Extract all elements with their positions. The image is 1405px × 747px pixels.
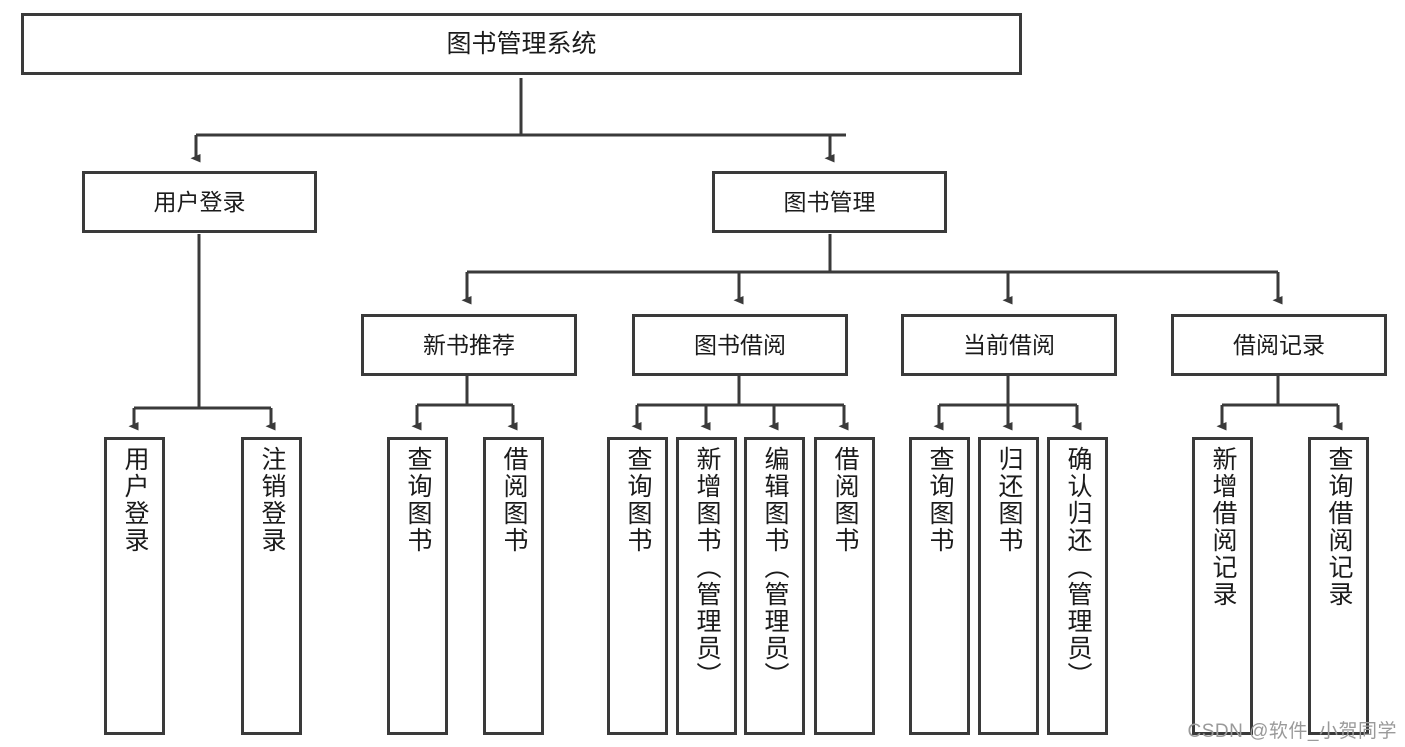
- watermark-text: CSDN @软件_小贺同学: [1187, 721, 1397, 742]
- node-book-borrow[interactable]: 图书借阅: [632, 314, 848, 376]
- node-book-manage-label: 图书管理: [783, 188, 876, 215]
- node-leaf-return-book-label: 归还图书: [995, 446, 1023, 554]
- node-leaf-query-book-2-label: 查询图书: [624, 446, 652, 554]
- node-current-borrow[interactable]: 当前借阅: [901, 314, 1117, 376]
- node-user-login[interactable]: 用户登录: [82, 171, 317, 233]
- node-leaf-query-book-1[interactable]: 查询图书: [387, 437, 448, 735]
- node-book-borrow-label: 图书借阅: [694, 331, 786, 358]
- node-root[interactable]: 图书管理系统: [21, 13, 1022, 75]
- node-leaf-confirm-return[interactable]: 确认归还（管理员）: [1047, 437, 1108, 735]
- node-leaf-query-book-2[interactable]: 查询图书: [607, 437, 668, 735]
- node-user-login-label: 用户登录: [153, 188, 246, 215]
- node-leaf-user-login[interactable]: 用户登录: [104, 437, 165, 735]
- node-root-label: 图书管理系统: [446, 29, 597, 58]
- node-leaf-borrow-book-2-label: 借阅图书: [831, 446, 859, 554]
- node-leaf-user-login-label: 用户登录: [121, 446, 149, 554]
- node-leaf-query-book-1-label: 查询图书: [404, 446, 432, 554]
- node-leaf-logout-login-label: 注销登录: [258, 446, 286, 554]
- node-leaf-query-book-3[interactable]: 查询图书: [909, 437, 970, 735]
- node-borrow-record-label: 借阅记录: [1233, 331, 1325, 358]
- node-leaf-edit-book[interactable]: 编辑图书（管理员）: [744, 437, 805, 735]
- node-leaf-query-record[interactable]: 查询借阅记录: [1308, 437, 1369, 735]
- node-leaf-borrow-book-1-label: 借阅图书: [500, 446, 528, 554]
- node-current-borrow-label: 当前借阅: [963, 331, 1055, 358]
- node-leaf-add-book[interactable]: 新增图书（管理员）: [676, 437, 737, 735]
- node-leaf-confirm-return-label: 确认归还（管理员）: [1064, 446, 1092, 689]
- node-new-book-recommend-label: 新书推荐: [423, 331, 515, 358]
- node-leaf-query-book-3-label: 查询图书: [926, 446, 954, 554]
- node-leaf-borrow-book-2[interactable]: 借阅图书: [814, 437, 875, 735]
- node-leaf-edit-book-label: 编辑图书（管理员）: [761, 446, 789, 689]
- node-leaf-add-record[interactable]: 新增借阅记录: [1192, 437, 1253, 735]
- node-leaf-add-record-label: 新增借阅记录: [1209, 446, 1237, 608]
- node-leaf-add-book-label: 新增图书（管理员）: [693, 446, 721, 689]
- node-book-manage[interactable]: 图书管理: [712, 171, 947, 233]
- node-borrow-record[interactable]: 借阅记录: [1171, 314, 1387, 376]
- node-leaf-logout-login[interactable]: 注销登录: [241, 437, 302, 735]
- node-leaf-borrow-book-1[interactable]: 借阅图书: [483, 437, 544, 735]
- node-new-book-recommend[interactable]: 新书推荐: [361, 314, 577, 376]
- node-leaf-return-book[interactable]: 归还图书: [978, 437, 1039, 735]
- node-leaf-query-record-label: 查询借阅记录: [1325, 446, 1353, 608]
